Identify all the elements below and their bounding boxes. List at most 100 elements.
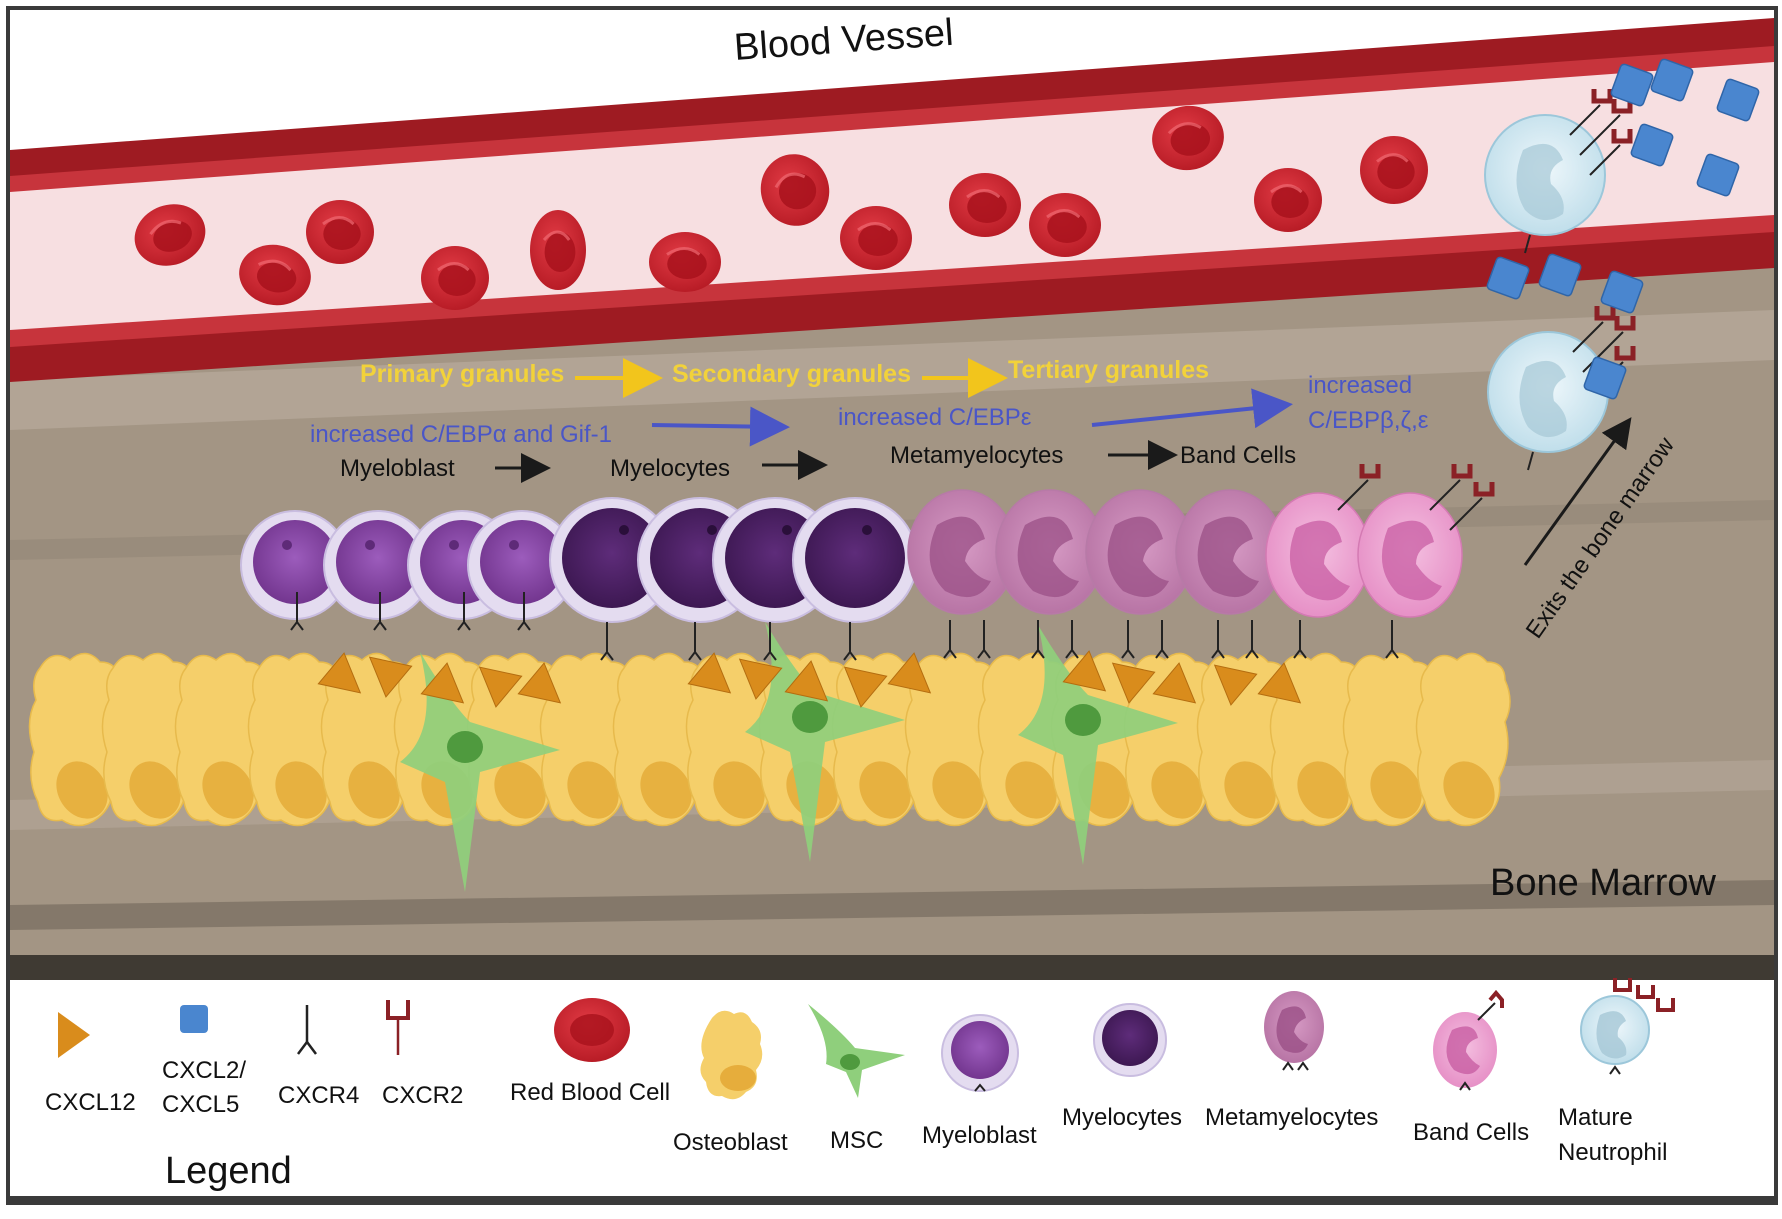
red-blood-cells xyxy=(134,105,1428,310)
osteoblast-cell xyxy=(1123,652,1219,827)
legend-rbc: Red Blood Cell xyxy=(510,1079,670,1106)
legend-band-cells: Band Cells xyxy=(1413,1119,1529,1146)
cxcl25-square xyxy=(1696,153,1740,197)
myeloblast-legend-icon xyxy=(941,1014,1019,1092)
red-blood-cell xyxy=(421,246,489,310)
cxcl25-square xyxy=(1610,63,1654,107)
mature-neutrophil-legend-icon xyxy=(1580,978,1675,1075)
cxcl25-square xyxy=(1650,58,1694,102)
regulator-third-line2: C/EBPβ,ζ,ε xyxy=(1308,407,1429,434)
red-blood-cell xyxy=(1254,168,1322,232)
stage-label-myelocytes: Myelocytes xyxy=(610,455,730,482)
myeloblast-cell xyxy=(240,510,350,631)
legend-cxcr4: CXCR4 xyxy=(278,1082,359,1109)
granule-label-primary: Primary granules xyxy=(360,360,564,388)
legend-cxcl25-line2: CXCL5 xyxy=(162,1091,239,1118)
band-cell xyxy=(1357,464,1495,659)
myelocyte-cell xyxy=(792,497,918,661)
stage-label-metamyelocytes: Metamyelocytes xyxy=(890,442,1063,469)
cxcl12-triangle xyxy=(887,652,932,694)
cxcl12-triangle xyxy=(420,662,465,704)
cxcl12-triangle xyxy=(1213,664,1258,706)
band-cell-legend-icon xyxy=(1433,989,1504,1091)
developing-cell-row xyxy=(240,464,1495,661)
osteoblast-cell xyxy=(1196,652,1292,827)
cxcr2-legend-icon xyxy=(386,1000,410,1055)
legend-cxcl25-line1: CXCL2/ xyxy=(162,1057,246,1084)
osteoblast-cell xyxy=(101,652,197,827)
msc-legend-icon xyxy=(808,1004,905,1098)
red-blood-cell xyxy=(760,154,830,226)
cxcl25-square xyxy=(1630,123,1674,167)
regulator-first: increased C/EBPα and Gif-1 xyxy=(310,421,612,448)
cxcl12-triangle xyxy=(687,652,732,694)
legend: CXCL12 CXCL2/ CXCL5 CXCR4 CXCR2 Red Bloo… xyxy=(45,978,1675,1192)
granule-progression: Primary granules Secondary granules Tert… xyxy=(360,356,1209,398)
red-blood-cell xyxy=(949,173,1021,237)
legend-myeloblast: Myeloblast xyxy=(922,1122,1037,1149)
bone-marrow-title: Bone Marrow xyxy=(1490,862,1717,904)
bottom-border xyxy=(8,1196,1776,1204)
msc-cell xyxy=(1018,625,1178,865)
cxcl12-triangle xyxy=(1152,662,1197,704)
stage-label-band-cells: Band Cells xyxy=(1180,442,1296,469)
mature-neutrophil-cell xyxy=(1487,306,1636,471)
legend-myelocytes: Myelocytes xyxy=(1062,1104,1182,1131)
metamyelocyte-cell xyxy=(1175,489,1285,659)
cxcl12-triangle xyxy=(784,660,829,702)
cxcl12-triangle xyxy=(1062,650,1107,692)
myelocyte-legend-icon xyxy=(1093,1003,1167,1077)
legend-title: Legend xyxy=(165,1150,292,1192)
legend-mature-line2: Neutrophil xyxy=(1558,1139,1667,1166)
regulator-progression: increased C/EBPα and Gif-1 increased C/E… xyxy=(310,372,1429,448)
cxcl25-square xyxy=(1538,253,1582,297)
cxcl12-triangle xyxy=(478,666,523,708)
stage-label-myeloblast: Myeloblast xyxy=(340,455,455,482)
myeloblast-cell xyxy=(323,510,433,631)
cxcl12-triangle xyxy=(1257,662,1302,704)
osteoblast-layer xyxy=(28,652,1511,827)
legend-mature-line1: Mature xyxy=(1558,1104,1633,1131)
cxcl12-triangle xyxy=(317,652,362,694)
osteoblast-cell xyxy=(539,652,635,827)
red-blood-cell xyxy=(840,206,912,270)
cxcl12-triangle xyxy=(517,662,562,704)
cxcl25-square xyxy=(1600,270,1644,314)
stage-progression: Myeloblast Myelocytes Metamyelocytes Ban… xyxy=(340,440,1296,483)
metamyelocyte-legend-icon xyxy=(1264,991,1324,1071)
msc-cells xyxy=(400,622,1178,892)
red-blood-cell xyxy=(1360,136,1428,204)
myelocyte-cell xyxy=(549,497,675,661)
cxcl25-square xyxy=(1486,256,1530,300)
legend-osteoblast: Osteoblast xyxy=(673,1129,788,1156)
osteoblast-cell xyxy=(28,652,124,827)
osteoblast-cell xyxy=(904,652,1000,827)
legend-metamyelocytes: Metamyelocytes xyxy=(1205,1104,1378,1131)
osteoblast-legend-icon xyxy=(700,1010,763,1100)
regulator-third-line1: increased xyxy=(1308,372,1412,399)
red-blood-cell xyxy=(239,244,311,306)
legend-cxcr2: CXCR2 xyxy=(382,1082,463,1109)
cxcl25-square xyxy=(1583,356,1627,400)
cxcl12-triangle xyxy=(1111,662,1156,704)
exiting-neutrophils xyxy=(1484,58,1760,471)
red-blood-cell xyxy=(1152,105,1224,171)
metamyelocyte-cell xyxy=(907,489,1017,659)
cxcl12-triangle xyxy=(368,656,413,698)
red-blood-cell xyxy=(530,210,586,290)
osteoblast-cell xyxy=(1415,652,1511,827)
cxcl12-legend-icon xyxy=(58,1012,90,1058)
cxcl12-triangle xyxy=(843,666,888,708)
regulator-second: increased C/EBPε xyxy=(838,404,1032,431)
mature-neutrophil-cell xyxy=(1484,89,1633,254)
granule-label-secondary: Secondary granules xyxy=(672,360,911,388)
cxcl25-square xyxy=(1716,78,1760,122)
cxcl25-legend-icon xyxy=(180,1005,208,1033)
myeloblast-cell xyxy=(467,510,577,631)
legend-cxcl12: CXCL12 xyxy=(45,1089,136,1116)
cxcl12-chemokines xyxy=(317,650,1302,708)
msc-cell xyxy=(400,652,560,892)
cxcr4-legend-icon xyxy=(297,1005,317,1055)
metamyelocyte-cell xyxy=(995,489,1105,659)
